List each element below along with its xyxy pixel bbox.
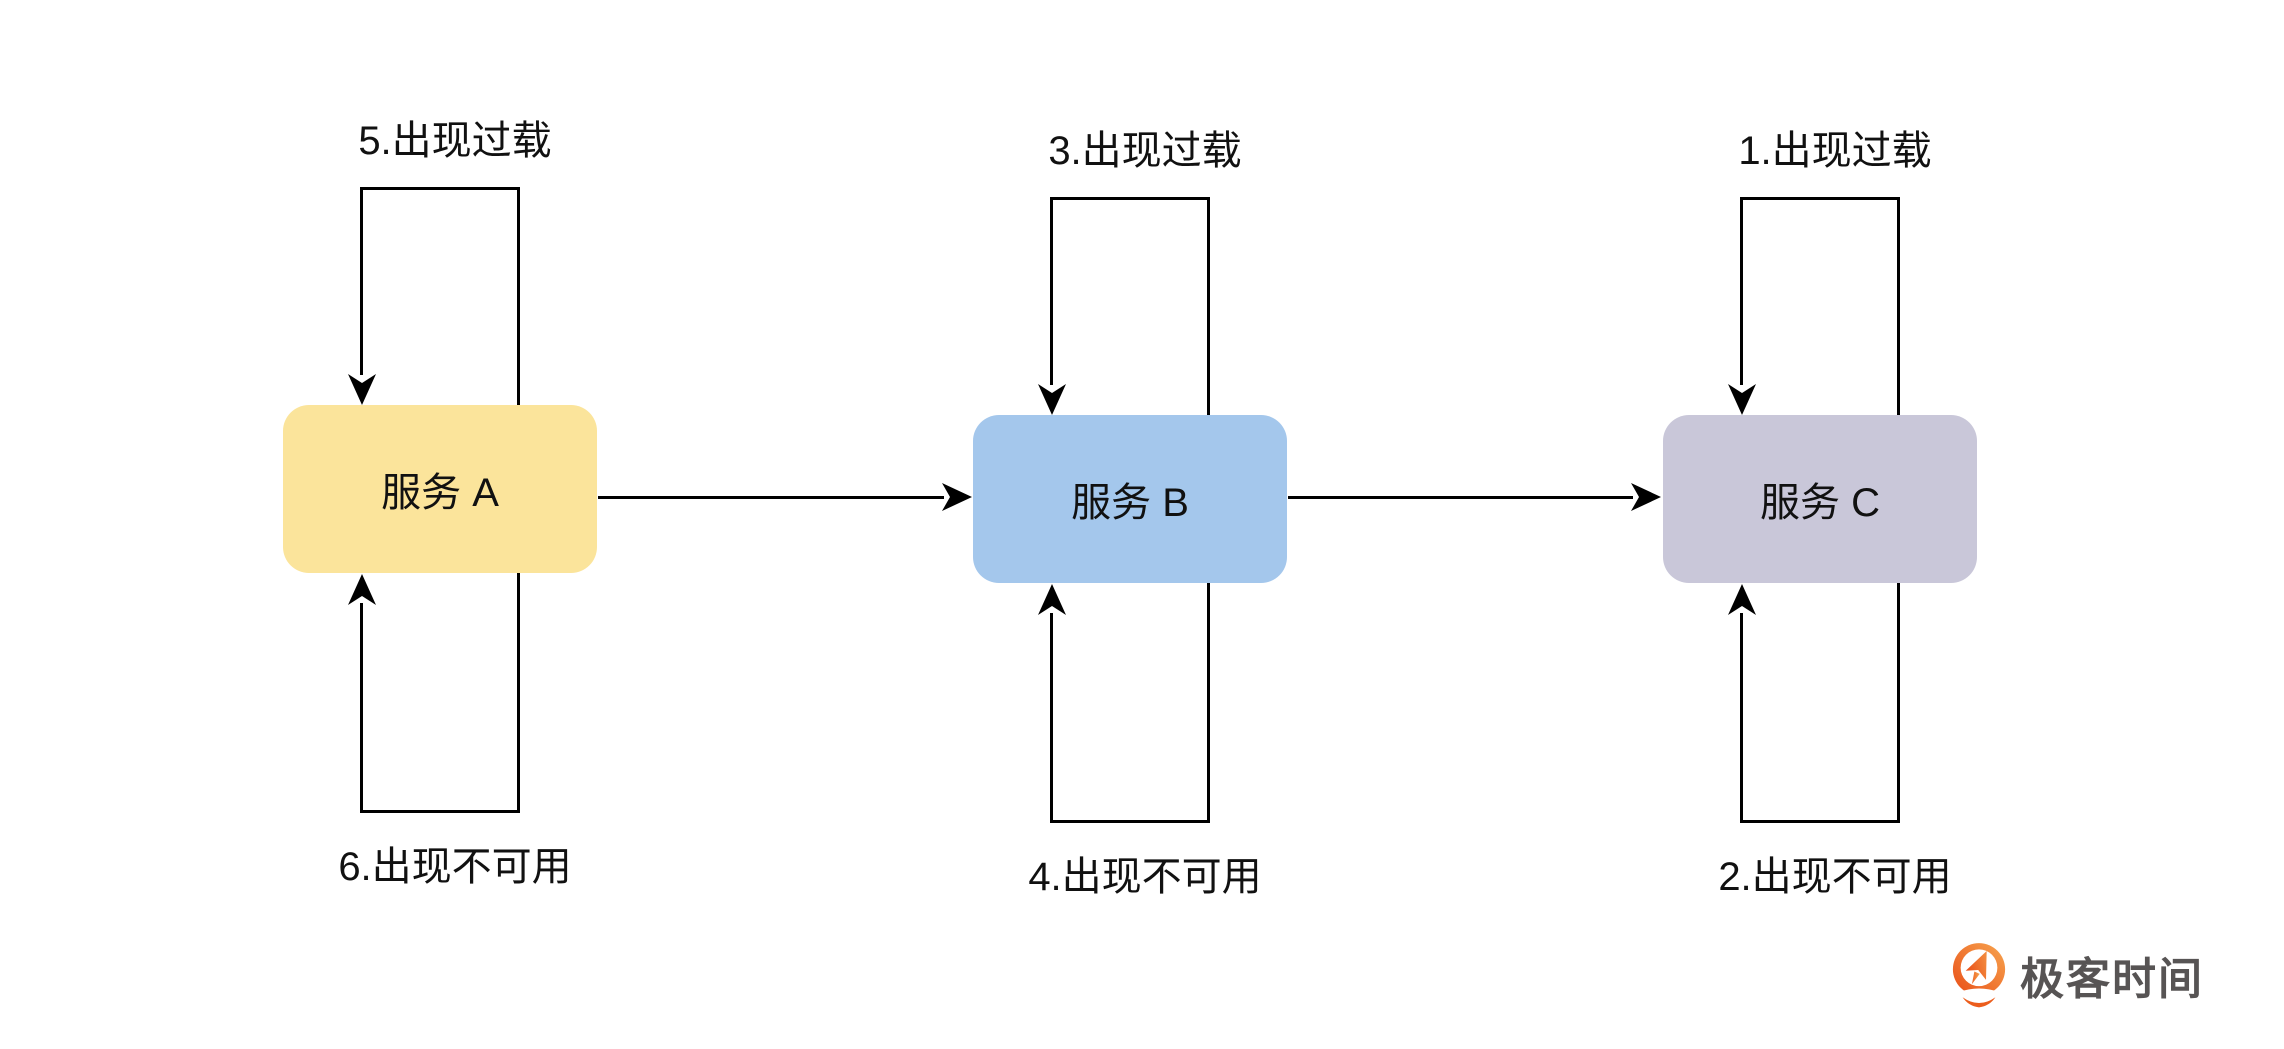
bottom-loop-line: [360, 810, 520, 813]
unavailable-label: 6.出现不可用: [338, 845, 572, 889]
service-box: 服务 B: [973, 415, 1287, 583]
down-arrowhead-icon: [1038, 384, 1066, 415]
top-loop-line: [1897, 197, 1900, 415]
top-loop-line: [360, 187, 363, 375]
down-arrowhead-icon: [1728, 384, 1756, 415]
bottom-loop-line: [1740, 820, 1900, 823]
unavailable-label: 2.出现不可用: [1718, 855, 1952, 899]
top-loop-line: [1050, 197, 1053, 385]
top-loop-line: [517, 187, 520, 405]
bottom-loop-line: [517, 573, 520, 813]
top-loop-line: [1207, 197, 1210, 415]
overload-label: 1.出现过载: [1738, 129, 1932, 173]
right-arrowhead-icon: [1631, 483, 1661, 511]
top-loop-line: [360, 187, 520, 190]
connector-a-to-b: [598, 496, 944, 499]
overload-label: 5.出现过载: [358, 119, 552, 163]
down-arrowhead-icon: [348, 374, 376, 405]
bottom-loop-line: [1740, 613, 1743, 823]
geektime-logo-icon: [1952, 943, 2006, 1009]
bottom-loop-line: [1207, 583, 1210, 823]
up-arrowhead-icon: [1728, 584, 1756, 615]
service-box-label: 服务 B: [1071, 481, 1189, 525]
bottom-loop-line: [1050, 820, 1210, 823]
bottom-loop-line: [1050, 613, 1053, 823]
top-loop-line: [1050, 197, 1210, 200]
bottom-loop-line: [1897, 583, 1900, 823]
bottom-loop-line: [360, 603, 363, 813]
top-loop-line: [1740, 197, 1900, 200]
up-arrowhead-icon: [1038, 584, 1066, 615]
service-box-label: 服务 C: [1760, 481, 1880, 525]
geektime-logo: 极客时间: [1950, 941, 2204, 1009]
up-arrowhead-icon: [348, 574, 376, 605]
service-box: 服务 A: [283, 405, 597, 573]
geektime-logo-text: 极客时间: [2020, 955, 2204, 1004]
connector-b-to-c: [1288, 496, 1633, 499]
overload-label: 3.出现过载: [1048, 129, 1242, 173]
top-loop-line: [1740, 197, 1743, 385]
service-box-label: 服务 A: [381, 471, 499, 515]
right-arrowhead-icon: [942, 483, 972, 511]
unavailable-label: 4.出现不可用: [1028, 855, 1262, 899]
service-box: 服务 C: [1663, 415, 1977, 583]
